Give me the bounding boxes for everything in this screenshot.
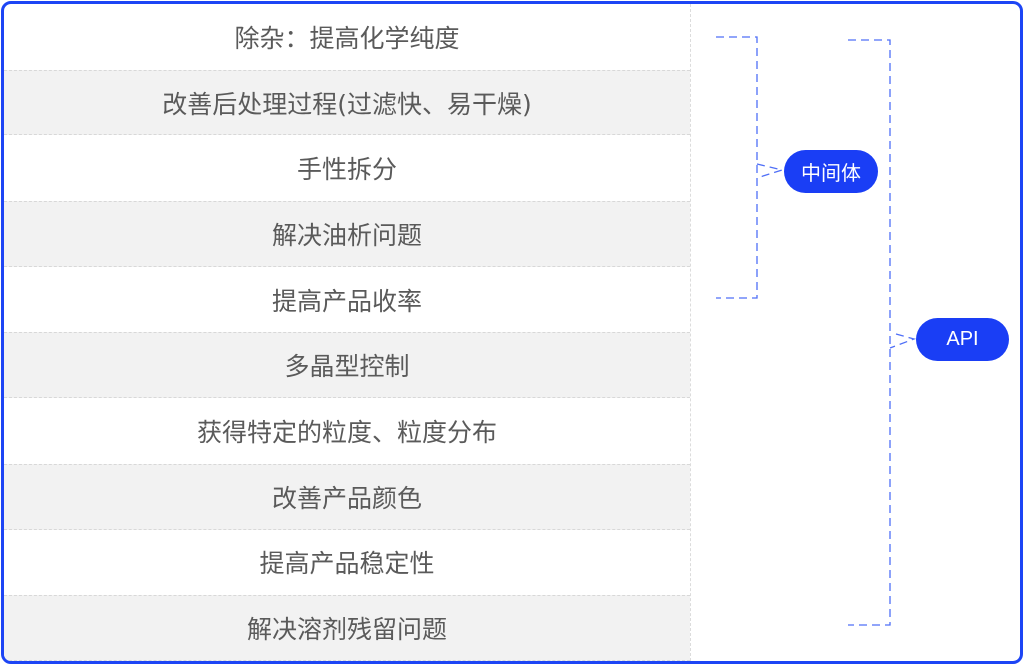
api-label: API [916, 318, 1009, 361]
list-item: 手性拆分 [296, 155, 397, 185]
list-item: 解决油析问题 [4, 201, 690, 267]
api-bracket [848, 39, 891, 626]
list-item: 获得特定的粒度、粒度分布 [196, 417, 497, 447]
api-arrow [889, 333, 917, 349]
list-item: 解决溶剂残留问题 [4, 595, 690, 661]
list-item: 改善产品颜色 [4, 463, 690, 530]
list-item: 改善后处理过程(过滤快、易干燥) [4, 69, 690, 136]
item-list: 除杂：提高化学纯度 改善后处理过程(过滤快、易干燥) 手性拆分 解决油析问题 提… [4, 4, 691, 661]
list-item: 除杂：提高化学纯度 [234, 23, 460, 53]
intermediate-label: 中间体 [784, 150, 878, 193]
list-item: 提高产品稳定性 [259, 549, 435, 579]
intermediate-bracket [716, 36, 758, 299]
list-item: 提高产品收率 [271, 286, 422, 316]
list-item: 多晶型控制 [4, 332, 690, 399]
intermediate-arrow [756, 163, 785, 178]
